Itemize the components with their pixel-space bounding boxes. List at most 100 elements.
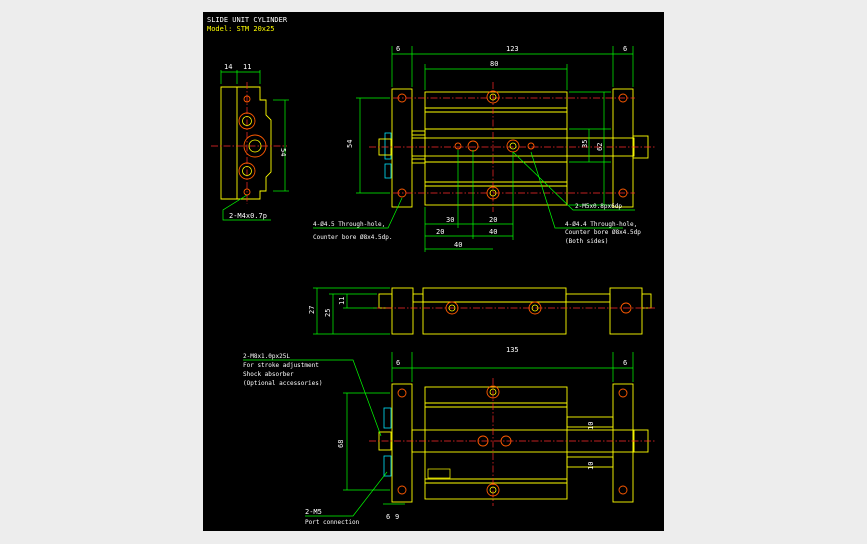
side-view-bore-lower-inner (242, 166, 252, 176)
dim-bottom-10b: 10 (587, 462, 595, 470)
port-hole (527, 142, 535, 150)
dim-side-14: 14 (224, 63, 232, 71)
top-view: 6 123 6 80 54 35 62 30 (313, 45, 656, 252)
bottom-body (424, 386, 568, 500)
front-hole (528, 301, 542, 315)
front-left-plate (391, 287, 414, 335)
note-through-hole-2: Counter bore Ø8x4.5dp. (313, 234, 392, 241)
front-rod (412, 293, 424, 303)
note-counterbore-3: (Both sides) (565, 238, 608, 245)
leader-through-hole (313, 197, 403, 229)
note-through-hole-1: 4-Ø4.5 Through-hole, (313, 221, 385, 228)
note-m4: 2-M4x0.7p (229, 212, 267, 220)
dim-top-123: 123 (506, 45, 519, 53)
dim-top-40a: 40 (489, 228, 497, 236)
dim-top-30: 30 (446, 216, 454, 224)
side-view-bore-upper (238, 112, 256, 130)
front-view: 27 25 11 (308, 287, 655, 335)
guide-rod-lower (566, 456, 614, 468)
front-stopper (378, 293, 393, 309)
note-m8-4: (Optional accessories) (243, 380, 322, 387)
bottom-plate-hole (397, 388, 407, 398)
note-m8-1: 2-M8x1.0px25L (243, 353, 290, 360)
leader-counterbore (530, 151, 623, 229)
note-m5-port-1: 2-M5 (305, 508, 322, 516)
side-view-rod (248, 139, 262, 153)
bottom-body-hole (486, 483, 500, 497)
nameplate (427, 468, 451, 479)
bottom-body-hole-inner (489, 486, 497, 494)
bottom-left-plate (391, 383, 413, 503)
front-hole (620, 302, 632, 314)
bottom-body-hole (486, 385, 500, 399)
leader-m5 (512, 151, 635, 211)
bottom-fitting (383, 455, 392, 477)
dim-front-11: 11 (338, 297, 346, 305)
body-hole (486, 186, 500, 200)
front-stopper-right (641, 293, 652, 309)
dim-top-80: 80 (490, 60, 498, 68)
bottom-body-hole-inner (489, 388, 497, 396)
dim-bottom-68: 68 (337, 440, 345, 448)
dim-bottom-left-6: 6 (396, 359, 400, 367)
guide-rod-upper (566, 416, 614, 428)
bottom-right-plate (612, 383, 634, 503)
note-counterbore-2: Counter bore Ø8x4.5dp (565, 229, 641, 236)
side-view: 14 11 54 2-M4x0.7p (211, 63, 289, 221)
drawing-model: Model: STM 20x25 (207, 25, 275, 33)
front-body (422, 287, 567, 335)
side-view-bore-upper-inner (242, 116, 252, 126)
dim-front-25: 25 (324, 309, 332, 317)
bottom-rod-hole (500, 435, 512, 447)
dim-side-11: 11 (243, 63, 251, 71)
dim-bottom-6: 6 (386, 513, 390, 521)
dim-bottom-right-6: 6 (623, 359, 627, 367)
bottom-rod-hole (477, 435, 489, 447)
front-hole-inner (531, 304, 539, 312)
front-rod-right (565, 293, 611, 303)
guide-rod (411, 158, 426, 164)
guide-rod (411, 130, 426, 136)
leader-m8 (243, 359, 382, 437)
note-m5-port-2: Port connection (305, 519, 360, 526)
bottom-plate-hole (618, 485, 628, 495)
front-right-plate (609, 287, 643, 335)
port-hole (454, 142, 462, 150)
dim-side-54: 54 (279, 148, 287, 156)
bottom-plate-hole (618, 388, 628, 398)
bottom-plate-hole (397, 485, 407, 495)
front-hole (445, 301, 459, 315)
dim-top-35: 35 (581, 140, 589, 148)
cad-drawing: 14 11 54 2-M4x0.7p (211, 45, 656, 526)
dim-top-40b: 40 (454, 241, 462, 249)
note-m5-tap: 2-M5x0.8px6dp (575, 203, 622, 210)
dim-top-62: 62 (596, 143, 604, 151)
dim-top-right-6: 6 (623, 45, 627, 53)
side-view-bore-lower (238, 162, 256, 180)
side-view-outline (220, 86, 272, 200)
note-counterbore-1: 4-Ø4.4 Through-hole, (565, 221, 637, 228)
note-m8-2: For stroke adjustment (243, 362, 319, 369)
dim-top-20a: 20 (489, 216, 497, 224)
bottom-fitting (383, 407, 392, 429)
front-hole-inner (448, 304, 456, 312)
dim-front-27: 27 (308, 306, 316, 314)
body-hole-inner (489, 93, 497, 101)
side-view-rod-boss (243, 134, 267, 158)
leader-m5-port (305, 471, 388, 517)
dim-bottom-135: 135 (506, 346, 519, 354)
dim-bottom-10a: 10 (587, 422, 595, 430)
dim-top-20b: 20 (436, 228, 444, 236)
counterbore-hole (467, 140, 479, 152)
counterbore-hole (506, 139, 520, 153)
body-hole (486, 90, 500, 104)
dim-bottom-9: 9 (395, 513, 399, 521)
leader-m4 (222, 194, 271, 221)
side-view-hole-top (243, 95, 251, 103)
dim-top-54: 54 (346, 140, 354, 148)
port-fitting (384, 163, 392, 179)
body-hole-inner (489, 189, 497, 197)
drawing-sheet: SLIDE UNIT CYLINDER Model: STM 20x25 (203, 12, 664, 531)
counterbore-hole-inner (509, 142, 517, 150)
dim-top-left-6: 6 (396, 45, 400, 53)
